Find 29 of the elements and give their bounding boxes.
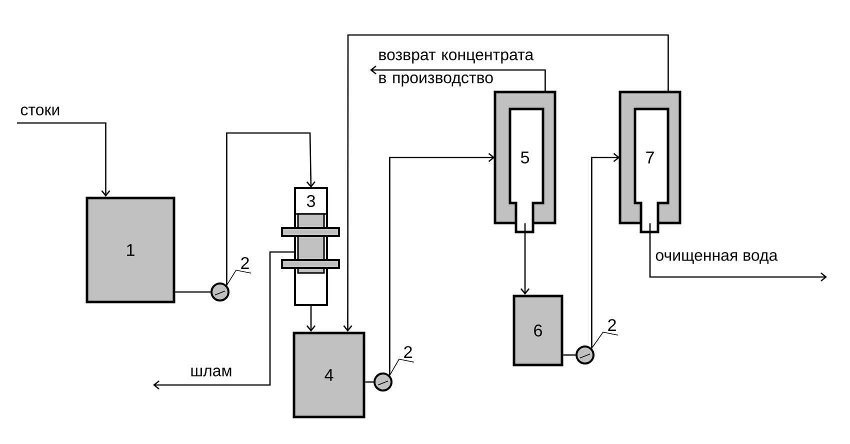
callout-number: 2 <box>608 319 616 331</box>
callout-number: 2 <box>404 346 412 358</box>
edge-label: возврат концентрата в производство <box>379 52 534 86</box>
pump-symbol <box>576 346 594 364</box>
pipe-arrow <box>153 251 295 390</box>
pipe-arrow <box>226 132 316 286</box>
membrane-unit: 7 <box>618 90 682 234</box>
leader-line <box>591 332 618 349</box>
pipe-arrow <box>520 223 530 295</box>
pump-symbol <box>210 282 230 302</box>
pipe-arrow <box>370 66 546 92</box>
pipe-arrow <box>343 34 669 332</box>
edge-label: стоки <box>20 106 60 116</box>
pump-symbol <box>374 372 392 392</box>
tank: 6 <box>512 294 564 366</box>
pipe-arrow <box>389 153 495 376</box>
tank: 1 <box>86 196 176 304</box>
pipe-arrow <box>17 122 110 197</box>
leader-line <box>226 270 252 286</box>
tank: 4 <box>292 332 366 418</box>
edge-label: шлам <box>191 368 232 376</box>
callout-number: 2 <box>241 257 249 269</box>
pipe-arrow <box>306 305 316 332</box>
pipe-arrow <box>591 153 620 348</box>
edge-label: очищенная вода <box>656 252 778 264</box>
pipe-arrow <box>649 223 827 282</box>
filter-column: 3 <box>281 187 340 306</box>
membrane-unit: 5 <box>494 90 556 234</box>
leader-line <box>389 358 414 376</box>
